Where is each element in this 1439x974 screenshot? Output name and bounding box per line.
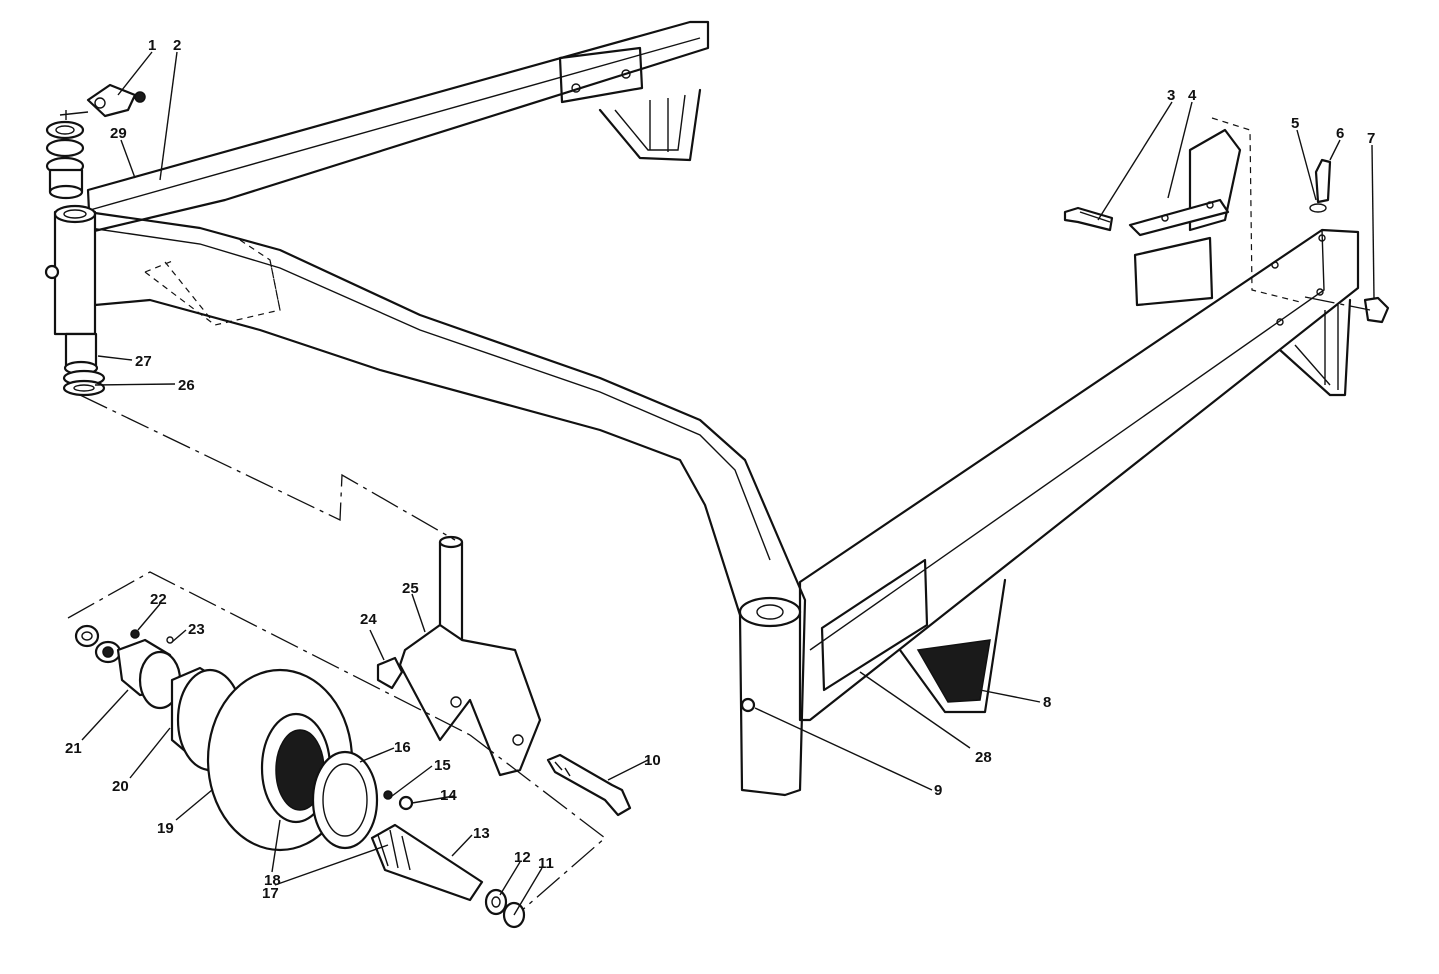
callout-6: 6 [1336, 125, 1344, 142]
callout-5: 5 [1291, 115, 1299, 132]
callout-19: 19 [157, 820, 174, 837]
callout-21: 21 [65, 740, 82, 757]
callout-labels: 1 2 3 4 5 6 7 8 9 10 11 12 13 14 15 16 1… [65, 37, 1375, 902]
callout-17: 17 [262, 885, 279, 902]
callout-14: 14 [440, 787, 457, 804]
leader-lines [79, 51, 1375, 916]
caster-fork [376, 535, 632, 817]
callout-20: 20 [112, 778, 129, 795]
callout-16: 16 [394, 739, 411, 756]
callout-27: 27 [135, 353, 152, 370]
callout-12: 12 [514, 849, 531, 866]
front-post [738, 596, 802, 713]
left-pivot-assembly [44, 83, 146, 397]
callout-9: 9 [934, 782, 942, 799]
callout-26: 26 [178, 377, 195, 394]
callout-23: 23 [188, 621, 205, 638]
callout-28: 28 [975, 749, 992, 766]
callout-29: 29 [110, 125, 127, 142]
callout-2: 2 [173, 37, 181, 54]
wheel-assembly [67, 571, 607, 929]
frame-right-rail [798, 228, 1360, 722]
callout-7: 7 [1367, 130, 1375, 147]
callout-13: 13 [473, 825, 490, 842]
right-bracket-assembly [1063, 117, 1390, 324]
callout-8: 8 [1043, 694, 1051, 711]
callout-25: 25 [402, 580, 419, 597]
callout-3: 3 [1167, 87, 1175, 104]
callout-22: 22 [150, 591, 167, 608]
callout-24: 24 [360, 611, 377, 628]
callout-18: 18 [264, 872, 281, 889]
callout-10: 10 [644, 752, 661, 769]
callout-4: 4 [1188, 87, 1197, 104]
callout-1: 1 [148, 37, 156, 54]
callout-11: 11 [538, 855, 554, 872]
frame-left-arm [73, 210, 807, 797]
callout-15: 15 [434, 757, 451, 774]
